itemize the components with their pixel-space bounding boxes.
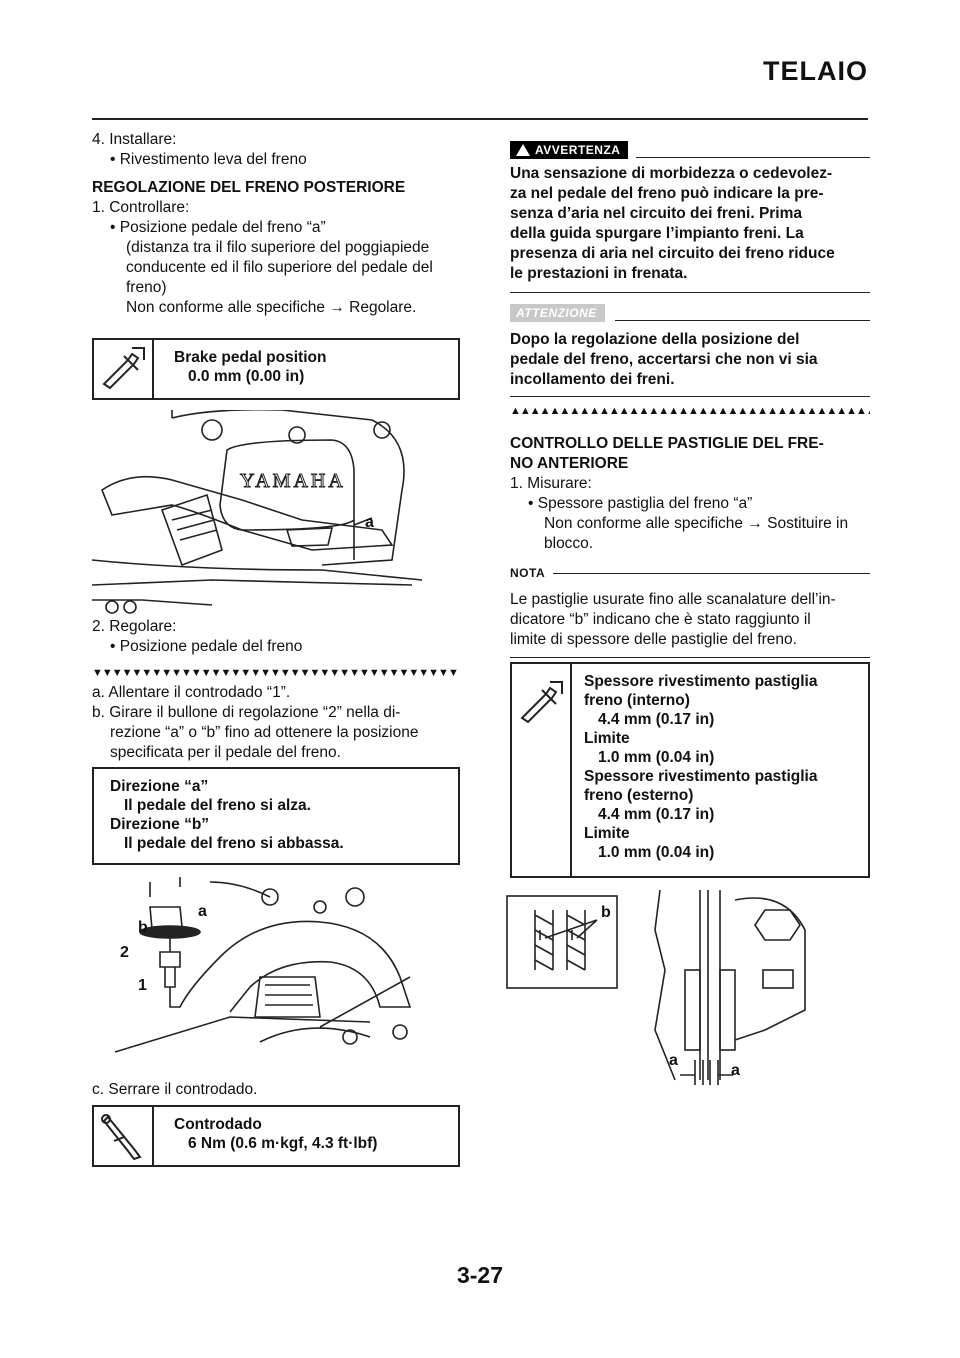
direction-a-desc: Il pedale del freno si alza. [124, 797, 311, 814]
warning-line: le prestazioni in frenata. [510, 265, 688, 282]
direction-box: Direzione “a” Il pedale del freno si alz… [92, 767, 460, 865]
figure-label-b: b [601, 904, 611, 921]
left-column-step2: 2. Regolare: • Posizione pedale del fren… [92, 617, 460, 763]
sub-step-a: a. Allentare il controdado “1”. [92, 684, 291, 701]
step4-item: • Rivestimento leva del freno [110, 151, 307, 168]
caution-line: incollamento dei freni. [510, 371, 675, 388]
caution-badge-label: ATTENZIONE [516, 306, 597, 320]
figure-label-a: a [731, 1062, 740, 1079]
figure-label-1: 1 [138, 977, 147, 994]
step1-action: Non conforme alle specifiche → Regolare. [126, 299, 417, 316]
direction-a-label: Direzione “a” [110, 778, 209, 795]
figure-label-2: 2 [120, 944, 129, 961]
warning-badge-label: AVVERTENZA [535, 143, 621, 157]
caution-bar: ATTENZIONE [510, 304, 870, 322]
spec-label: Controdado [174, 1116, 262, 1133]
step1-desc-line: freno) [126, 279, 167, 296]
spec-label: Limite [584, 730, 630, 747]
spec-label: Spessore rivestimento pastiglia [584, 768, 818, 785]
caution-end-rule [510, 396, 870, 397]
figure-adjusting-bolt: a b 2 1 [110, 877, 430, 1057]
sub-step-b-line: specificata per il pedale del freno. [110, 744, 341, 761]
page-title: TELAIO [763, 56, 868, 86]
sub-step-b-line: rezione “a” o “b” fino ad ottenere la po… [110, 724, 419, 741]
spec-label: Limite [584, 825, 630, 842]
figure-brake-pedal-position: YAMAHA a [91, 408, 460, 615]
page-number: 3-27 [456, 1262, 504, 1288]
spec-box-locknut-torque: Controdado 6 Nm (0.6 m·kgf, 4.3 ft·lbf) [92, 1105, 460, 1167]
warning-line: Una sensazione di morbidezza o cedevolez… [510, 165, 833, 182]
step1-desc-line: (distanza tra il filo superiore del pogg… [126, 239, 430, 256]
figure-label-a: a [198, 903, 207, 920]
header-rule [92, 118, 868, 120]
caution-text: Dopo la regolazione della posizione del … [510, 330, 870, 390]
spec-label: freno (esterno) [584, 787, 694, 804]
step1-desc-line: conducente ed il filo superiore del peda… [126, 259, 433, 276]
warning-triangle-icon [516, 144, 530, 156]
spec-value: 4.4 mm (0.17 in) [598, 711, 715, 728]
caution-badge: ATTENZIONE [510, 304, 605, 322]
note-text: Le pastiglie usurate fino alle scanalatu… [510, 590, 870, 650]
warning-line: della guida spurgare l’impianto freni. L… [510, 225, 804, 242]
step2-item: • Posizione pedale del freno [110, 638, 303, 655]
step1-action: Non conforme alle specifiche → Sostituir… [544, 515, 849, 532]
figure-label-a: a [365, 514, 374, 531]
warning-text: Una sensazione di morbidezza o cedevolez… [510, 164, 870, 284]
spec-label: Spessore rivestimento pastiglia [584, 673, 818, 690]
step2-text: 2. Regolare: [92, 618, 177, 635]
spec-box-brake-pedal: Brake pedal position 0.0 mm (0.00 in) [92, 338, 460, 400]
warning-line: za nel pedale del freno può indicare la … [510, 185, 824, 202]
note-line: limite di spessore delle pastiglie del f… [510, 631, 797, 648]
procedure-start-marker: ▼▼▼▼▼▼▼▼▼▼▼▼▼▼▼▼▼▼▼▼▼▼▼▼▼▼▼▼▼▼▼▼▼▼▼▼▼▼ [92, 667, 458, 679]
spec-value: 1.0 mm (0.04 in) [598, 749, 715, 766]
spec-label: freno (interno) [584, 692, 690, 709]
left-column-step-c: c. Serrare il controdado. [92, 1080, 460, 1100]
warning-badge: AVVERTENZA [510, 141, 629, 159]
procedure-end-marker: ▲▲▲▲▲▲▲▲▲▲▲▲▲▲▲▲▲▲▲▲▲▲▲▲▲▲▲▲▲▲▲▲▲▲▲▲▲ [510, 405, 870, 417]
sub-step-b: b. Girare il bullone di regolazione “2” … [92, 704, 401, 721]
warning-bar: AVVERTENZA [510, 141, 870, 159]
step1-action: blocco. [544, 535, 594, 552]
note-bar: NOTA [510, 566, 870, 580]
step1-item: • Posizione pedale del freno “a” [110, 219, 326, 236]
torque-wrench-icon [94, 1107, 154, 1165]
caution-line: Dopo la regolazione della posizione del [510, 331, 800, 348]
figure-brake-pads: b a a [505, 889, 825, 1100]
yamaha-logo: YAMAHA [240, 470, 346, 493]
direction-b-desc: Il pedale del freno si abbassa. [124, 835, 344, 852]
spec-value: 0.0 mm (0.00 in) [188, 368, 305, 385]
warning-line: presenza di aria nel circuito dei freno … [510, 245, 835, 262]
figure-label-a: a [669, 1052, 678, 1069]
warning-end-rule [510, 292, 870, 293]
caution-line: pedale del freno, accertarsi che non vi … [510, 351, 818, 368]
note-label: NOTA [510, 566, 546, 580]
note-end-rule [510, 657, 870, 658]
note-line: Le pastiglie usurate fino alle scanalatu… [510, 591, 836, 608]
direction-b-label: Direzione “b” [110, 816, 210, 833]
right-column-pad-section: CONTROLLO DELLE PASTIGLIE DEL FRE- NO AN… [510, 434, 870, 554]
spec-value: 1.0 mm (0.04 in) [598, 844, 715, 861]
warning-line: senza d’aria nel circuito dei freni. Pri… [510, 205, 803, 222]
step1-item: • Spessore pastiglia del freno “a” [528, 495, 753, 512]
caliper-icon [94, 340, 154, 398]
step1-text: 1. Controllare: [92, 199, 190, 216]
section-heading-rear-brake: REGOLAZIONE DEL FRENO POSTERIORE [92, 179, 406, 196]
spec-value: 4.4 mm (0.17 in) [598, 806, 715, 823]
spec-box-pad-thickness: Spessore rivestimento pastiglia freno (i… [510, 662, 870, 878]
spec-value: 6 Nm (0.6 m·kgf, 4.3 ft·lbf) [188, 1135, 378, 1152]
step4-text: 4. Installare: [92, 131, 177, 148]
sub-step-c: c. Serrare il controdado. [92, 1081, 258, 1098]
note-line: dicatore “b” indicano che è stato raggiu… [510, 611, 811, 628]
caliper-icon [512, 664, 572, 876]
spec-label: Brake pedal position [174, 349, 327, 366]
left-column: 4. Installare: • Rivestimento leva del f… [92, 130, 460, 318]
section-heading-front-pads: CONTROLLO DELLE PASTIGLIE DEL FRE- [510, 435, 824, 452]
section-heading-front-pads: NO ANTERIORE [510, 455, 629, 472]
step1-text: 1. Misurare: [510, 475, 592, 492]
figure-label-b: b [138, 919, 148, 936]
